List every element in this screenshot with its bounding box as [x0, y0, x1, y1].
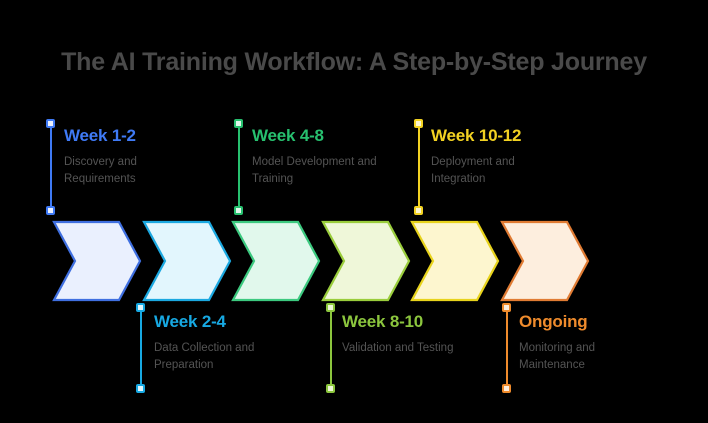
connector-step-5	[414, 119, 423, 215]
connector-dot-top	[46, 119, 55, 128]
milestone-description: Model Development and Training	[252, 156, 377, 185]
connector-dot-bot	[136, 384, 145, 393]
milestone-description: Validation and Testing	[342, 342, 454, 354]
connector-line	[49, 123, 52, 211]
connector-dot-bot	[326, 384, 335, 393]
connector-line	[139, 307, 142, 389]
connector-line	[329, 307, 332, 389]
milestone-heading: Ongoing	[519, 312, 588, 331]
connector-dot-bot	[46, 206, 55, 215]
milestone-description: Data Collection and Preparation	[154, 342, 255, 371]
milestone-description: Deployment and Integration	[431, 156, 515, 185]
connector-line	[417, 123, 420, 211]
connector-dot-bot	[234, 206, 243, 215]
connector-line	[505, 307, 508, 389]
milestone-heading: Week 2-4	[154, 312, 226, 331]
chevron-track	[52, 220, 653, 302]
chevron-step-6[interactable]	[499, 220, 589, 302]
connector-step-2	[136, 303, 145, 393]
milestone-heading: Week 10-12	[431, 126, 522, 145]
chevron-step-3[interactable]	[231, 220, 321, 302]
milestone-description: Monitoring and Maintenance	[519, 342, 596, 371]
connector-dot-top	[326, 303, 335, 312]
connector-dot-top	[414, 119, 423, 128]
milestone-heading: Week 4-8	[252, 126, 324, 145]
connector-step-4	[326, 303, 335, 393]
connector-line	[237, 123, 240, 211]
connector-dot-bot	[502, 384, 511, 393]
connector-step-1	[46, 119, 55, 215]
connector-step-6	[502, 303, 511, 393]
chevron-step-2[interactable]	[141, 220, 231, 302]
connector-step-3	[234, 119, 243, 215]
connector-dot-top	[136, 303, 145, 312]
connector-dot-top	[234, 119, 243, 128]
connector-dot-top	[502, 303, 511, 312]
chevron-step-5[interactable]	[410, 220, 500, 302]
milestone-description: Discovery and Requirements	[64, 156, 137, 185]
milestone-heading: Week 1-2	[64, 126, 136, 145]
connector-dot-bot	[414, 206, 423, 215]
milestone-heading: Week 8-10	[342, 312, 424, 331]
chevron-step-4[interactable]	[320, 220, 410, 302]
page-title: The AI Training Workflow: A Step-by-Step…	[61, 48, 647, 76]
chevron-step-1[interactable]	[52, 220, 142, 302]
